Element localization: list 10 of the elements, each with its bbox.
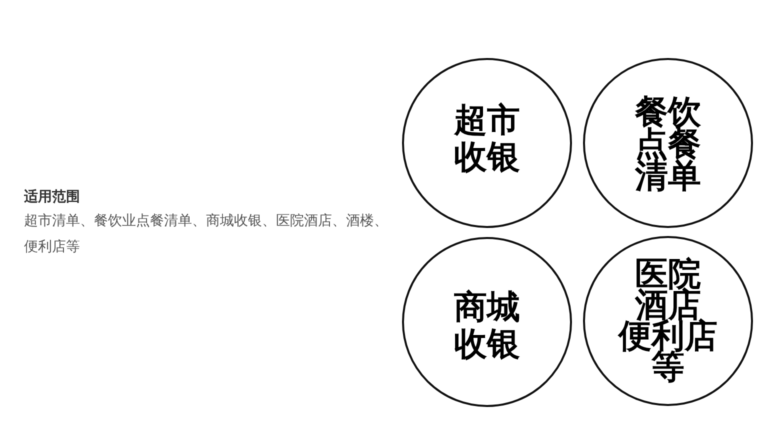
circle bbox=[402, 58, 572, 228]
circle bbox=[402, 237, 572, 407]
section-heading: 适用范围 bbox=[24, 188, 80, 206]
circle-label: 医院酒店便利店等 bbox=[618, 258, 718, 382]
circle-label: 商城收银 bbox=[454, 288, 520, 362]
circle bbox=[583, 58, 753, 228]
body-text: 超市清单、餐饮业点餐清单、商城收银、医院酒店、酒楼、便利店等 bbox=[24, 212, 389, 257]
circle bbox=[583, 236, 753, 406]
circle-label: 超市收银 bbox=[454, 101, 520, 175]
circle-label: 餐饮点餐清单 bbox=[635, 96, 701, 192]
